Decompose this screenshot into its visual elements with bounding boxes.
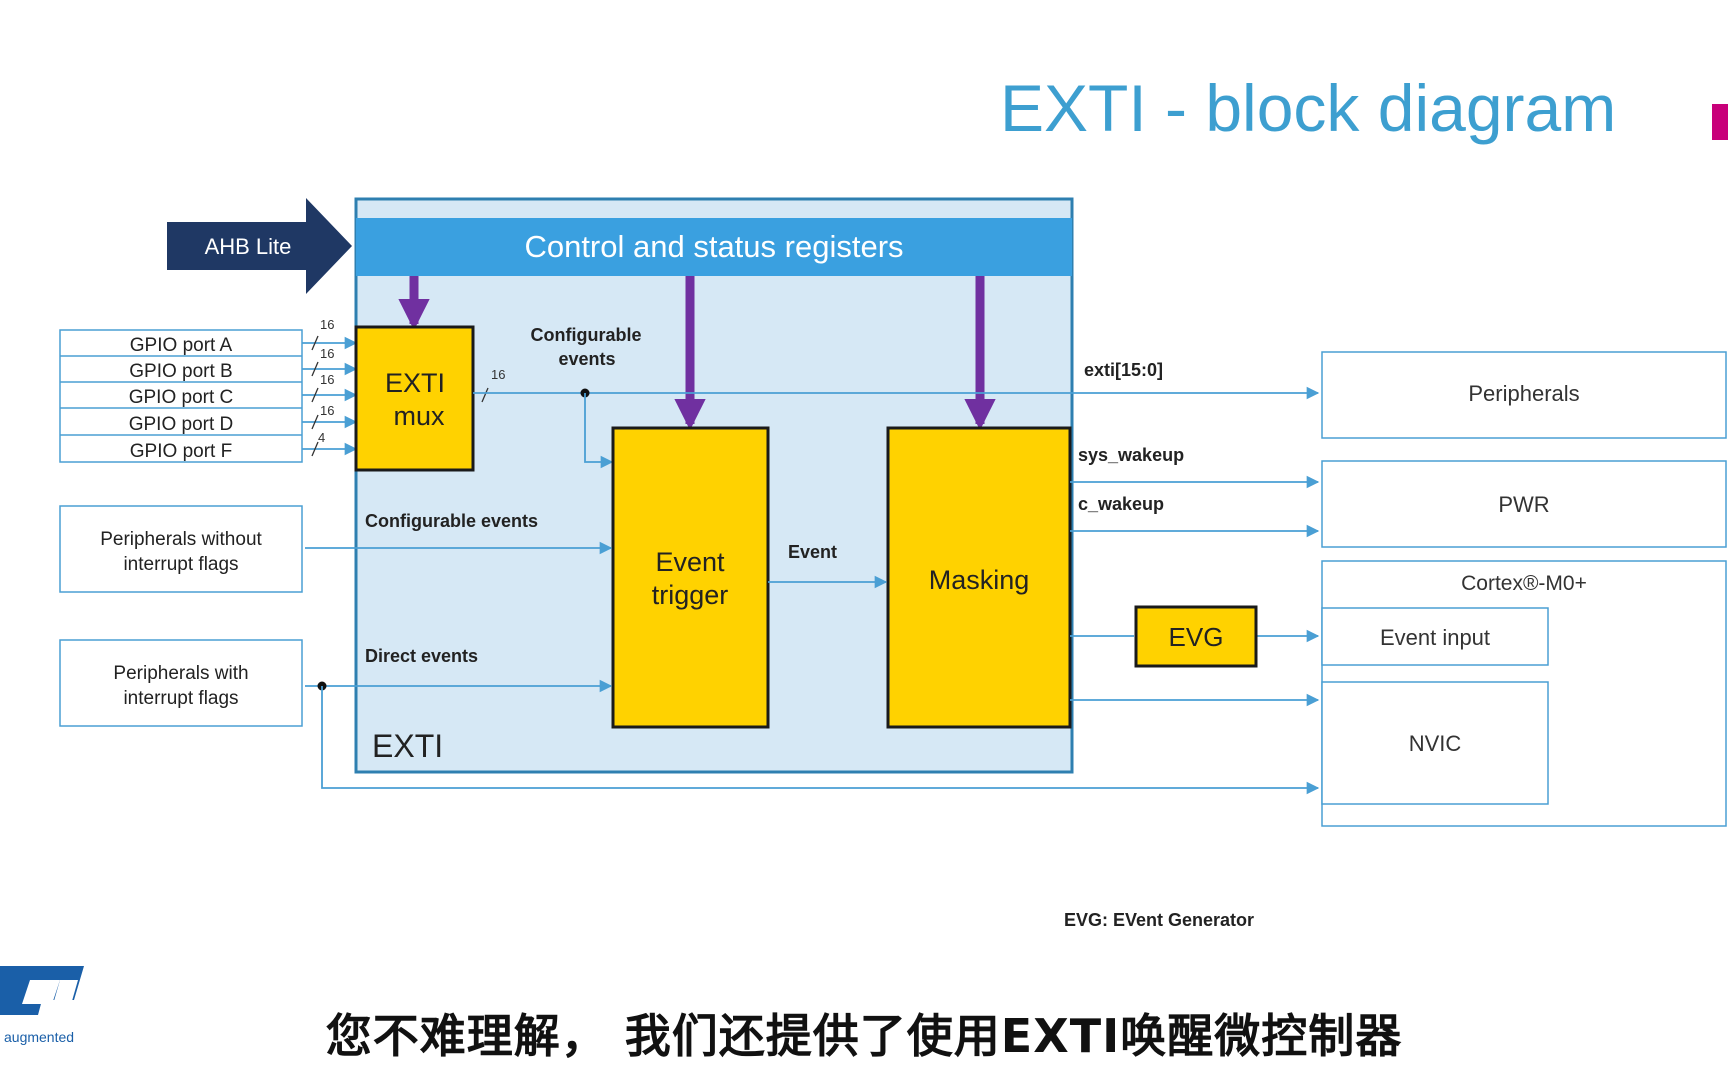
gpio-port-f-label: GPIO port F — [130, 441, 232, 462]
title-accent-bar — [1712, 104, 1728, 140]
peripherals-box — [1321, 351, 1727, 439]
gpio-port-list: GPIO port A GPIO port B GPIO port C GPIO… — [59, 329, 303, 463]
bus-slash — [311, 361, 319, 377]
evg-block — [1134, 605, 1258, 668]
gpio-port-b-label: GPIO port B — [129, 361, 232, 382]
gpio-a-width: 16 — [320, 317, 334, 332]
direct-events-label: Direct events — [365, 646, 478, 666]
peripherals-with-label-line2: interrupt flags — [123, 688, 238, 709]
bus-slash — [311, 335, 319, 351]
exti-mux-block — [354, 325, 475, 472]
direct-to-nvic-line — [321, 686, 1320, 795]
exti-mux-label-line2: mux — [393, 401, 445, 431]
masking-label: Masking — [929, 565, 1030, 595]
evg-footnote: EVG: EVent Generator — [1064, 910, 1254, 930]
pwr-box — [1321, 460, 1727, 548]
gpio-port-box — [59, 329, 303, 463]
event-trigger-label-line2: trigger — [652, 580, 729, 610]
exti-bus-label: exti[15:0] — [1084, 360, 1163, 380]
gpio-b-width: 16 — [320, 346, 334, 361]
ahb-lite-arrow — [167, 198, 352, 294]
event-trigger-block — [611, 426, 770, 729]
configurable-branch-line — [584, 393, 614, 469]
peripherals-with-label-line1: Peripherals with — [113, 663, 248, 684]
slide-title: EXTI - block diagram — [1000, 71, 1617, 145]
ahb-lite-label: AHB Lite — [205, 234, 292, 259]
mux-out-width: 16 — [491, 367, 505, 382]
nvic-label: NVIC — [1409, 731, 1462, 756]
peripherals-without-label-line2: interrupt flags — [123, 554, 238, 575]
bus-slash — [481, 387, 489, 403]
gpio-port-a-label: GPIO port A — [130, 335, 233, 356]
peripherals-with-flags-box — [59, 639, 303, 727]
bus-slash — [311, 441, 319, 457]
gpio-f-width: 4 — [318, 430, 325, 445]
peripherals-without-label-line1: Peripherals without — [100, 529, 262, 550]
bus-slash — [311, 414, 319, 430]
exti-container-label: EXTI — [372, 728, 443, 764]
gpio-port-c-label: GPIO port C — [129, 387, 234, 408]
sys-wakeup-label: sys_wakeup — [1078, 445, 1184, 465]
event-input-box — [1321, 607, 1549, 666]
exti-mux-label-line1: EXTI — [385, 368, 445, 398]
event-label: Event — [788, 542, 837, 562]
bus-slash — [311, 387, 319, 403]
peripherals-without-flags-box — [59, 505, 303, 593]
configurable-events-top-line1: Configurable — [531, 325, 642, 345]
c-wakeup-label: c_wakeup — [1078, 494, 1164, 514]
gpio-d-width: 16 — [320, 403, 334, 418]
st-logo: augmented — [0, 966, 84, 1045]
control-registers-bar — [356, 218, 1072, 276]
nvic-box — [1321, 681, 1549, 805]
configurable-events-label: Configurable events — [365, 511, 538, 531]
pwr-label: PWR — [1498, 492, 1549, 517]
configurable-events-top-line2: events — [558, 349, 615, 369]
masking-block — [886, 426, 1072, 729]
peripherals-label: Peripherals — [1468, 381, 1579, 406]
event-input-label: Event input — [1380, 625, 1490, 650]
event-trigger-label-line1: Event — [655, 547, 725, 577]
logo-text: augmented — [4, 1029, 74, 1045]
evg-label: EVG — [1169, 622, 1224, 652]
control-registers-label: Control and status registers — [524, 229, 903, 264]
cortex-label: Cortex®-M0+ — [1461, 572, 1587, 595]
video-subtitle: 您不难理解， 我们还提供了使用EXTI唤醒微控制器 — [325, 1009, 1403, 1063]
gpio-port-d-label: GPIO port D — [129, 414, 234, 435]
gpio-c-width: 16 — [320, 372, 334, 387]
